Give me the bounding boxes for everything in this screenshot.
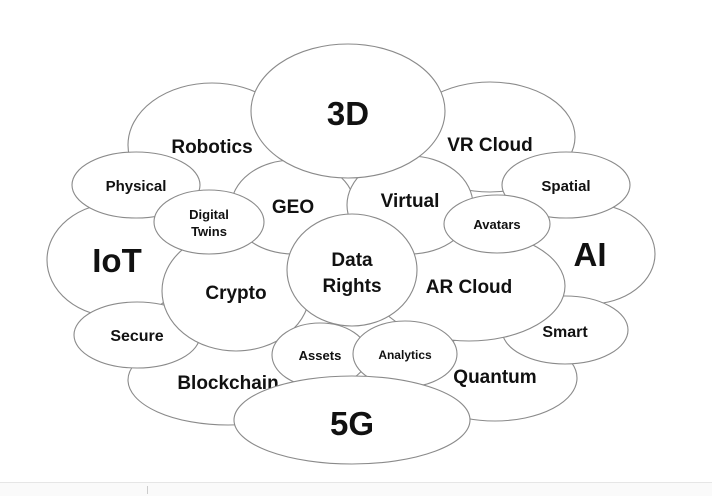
bubble-data-rights-shape	[286, 213, 418, 327]
bubble-avatars-shape	[443, 194, 551, 254]
bubble-ar-cloud: AR Cloud	[372, 230, 566, 342]
bubble-5g-label: 5G	[330, 405, 374, 442]
bubble-avatars: Avatars	[443, 194, 551, 254]
bottom-status-strip	[0, 482, 712, 496]
bubble-assets-label: Assets	[299, 348, 342, 363]
bubble-3d-label: 3D	[327, 95, 369, 132]
bubble-digital-twins-label-line: Twins	[191, 224, 227, 239]
bubble-data-rights-label-line: Data	[331, 250, 373, 271]
bubble-smart-label: Smart	[542, 324, 588, 341]
bottom-divider	[147, 486, 148, 494]
bubble-iot: IoT	[46, 202, 188, 318]
bubble-ar-cloud-label: AR Cloud	[426, 277, 513, 298]
bubble-5g-shape	[233, 375, 471, 465]
bubble-crypto: Crypto	[161, 230, 311, 352]
bubble-secure-label: Secure	[110, 328, 163, 345]
bubble-digital-twins-shape	[153, 189, 265, 255]
bubble-spatial-label: Spatial	[541, 178, 590, 195]
bubble-secure: Secure	[73, 301, 201, 369]
bubble-iot-label: IoT	[92, 242, 141, 279]
bubble-quantum-label: Quantum	[453, 367, 536, 388]
bubble-blockchain-label: Blockchain	[177, 373, 278, 394]
bubble-spatial-shape	[501, 151, 631, 219]
bubble-robotics-label: Robotics	[171, 137, 252, 158]
bubble-crypto-label: Crypto	[205, 283, 266, 304]
bubble-5g: 5G	[233, 375, 471, 465]
bubble-geo-label: GEO	[272, 197, 314, 218]
bubble-physical-label: Physical	[106, 178, 167, 195]
bubble-analytics-label: Analytics	[378, 348, 432, 362]
bubble-ai-label: AI	[574, 236, 607, 273]
bubble-3d-shape	[250, 43, 446, 179]
bubble-3d: 3D	[250, 43, 446, 179]
bubble-vr-cloud-label: VR Cloud	[447, 135, 533, 156]
bubble-spatial: Spatial	[501, 151, 631, 219]
bubble-data-rights-label-line: Rights	[322, 276, 381, 297]
bubble-virtual-label: Virtual	[381, 191, 440, 212]
bubble-digital-twins-label-line: Digital	[189, 207, 229, 222]
bubble-avatars-label: Avatars	[473, 217, 520, 232]
